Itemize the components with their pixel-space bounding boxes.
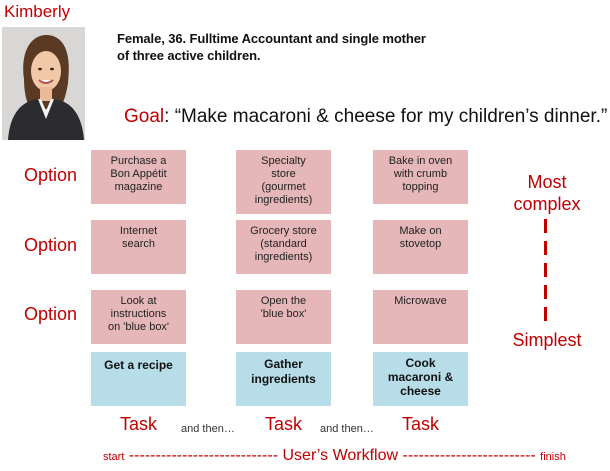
option-line: Microwave [394, 295, 447, 307]
goal-text: : “Make macaroni & cheese for my childre… [164, 106, 608, 127]
and-then-2: and then… [320, 423, 374, 435]
option-line: magazine [114, 181, 163, 193]
persona-description: Female, 36. Fulltime Accountant and sing… [117, 30, 426, 64]
option-box-c1-r2: Internet search [91, 220, 186, 274]
option-line: 'blue box' [260, 308, 307, 320]
option-line: on 'blue box' [107, 321, 170, 333]
workflow-line: start ---------------------------- User’… [103, 447, 566, 465]
option-line: with crumb [393, 168, 448, 180]
option-box-c2-r2: Grocery store (standard ingredients) [236, 220, 331, 274]
option-box-c2-r3: Open the 'blue box' [236, 290, 331, 344]
option-label-row1: Option [24, 165, 78, 185]
complexity-top-line2: complex [513, 194, 581, 214]
goal-label: Goal [124, 106, 165, 127]
complexity-scale-tick [544, 219, 547, 233]
persona-photo [2, 27, 85, 140]
option-line: Make on [399, 225, 442, 237]
option-box-c1-r3: Look at instructions on 'blue box' [91, 290, 186, 344]
complexity-scale-tick [544, 285, 547, 299]
option-box-c3-r3: Microwave [373, 290, 468, 344]
option-box-c3-r2: Make on stovetop [373, 220, 468, 274]
option-line: (standard [260, 238, 307, 250]
option-label-row2: Option [24, 235, 78, 255]
task-box-gather-ingredients: Gather ingredients [236, 352, 331, 406]
option-box-c1-r1: Purchase a Bon Appétit magazine [91, 150, 186, 204]
persona-description-line2: of three active children. [117, 48, 261, 63]
goal-statement: Goal: “Make macaroni & cheese for my chi… [124, 106, 607, 128]
option-line: Purchase a [110, 155, 167, 167]
task-label-1: Task [119, 414, 157, 434]
option-line: Bon Appétit [110, 168, 167, 180]
task-label-2: Task [264, 414, 302, 434]
option-line: instructions [110, 308, 167, 320]
option-line: Specialty [261, 155, 306, 167]
option-line: topping [402, 181, 439, 193]
option-line: ingredients) [254, 194, 313, 206]
option-line: Internet [119, 225, 158, 237]
workflow-dashes-right: ------------------------- [398, 447, 541, 464]
task-box-get-recipe: Get a recipe [91, 352, 186, 406]
task-line: ingredients [251, 372, 316, 386]
complexity-scale-tick [544, 263, 547, 277]
option-line: Look at [120, 295, 157, 307]
option-line: Open the [260, 295, 307, 307]
option-line: search [121, 238, 156, 250]
option-line: store [271, 168, 296, 180]
option-line: Bake in oven [388, 155, 453, 167]
task-line: macaroni & [387, 370, 454, 384]
option-box-c2-r1: Specialty store (gourmet ingredients) [236, 150, 331, 214]
workflow-title: User’s Workflow [282, 447, 399, 464]
persona-name: Kimberly [4, 2, 71, 21]
complexity-scale-tick [544, 307, 547, 321]
persona-description-line1: Female, 36. Fulltime Accountant and sing… [117, 31, 426, 46]
workflow-start: start [103, 451, 125, 463]
workflow-finish: finish [540, 451, 566, 463]
task-label-3: Task [401, 414, 439, 434]
option-line: stovetop [399, 238, 442, 250]
option-line: ingredients) [254, 251, 313, 263]
task-line: cheese [400, 384, 441, 398]
option-line: (gourmet [261, 181, 306, 193]
task-box-cook: Cook macaroni & cheese [373, 352, 468, 406]
and-then-1: and then… [181, 423, 235, 435]
complexity-bottom: Simplest [512, 330, 582, 350]
complexity-top-line1: Most [527, 172, 567, 192]
option-box-c3-r1: Bake in oven with crumb topping [373, 150, 468, 204]
option-label-row3: Option [24, 304, 78, 324]
workflow-dashes-left: ---------------------------- [124, 447, 283, 464]
complexity-scale-tick [544, 241, 547, 255]
task-line: Cook [405, 356, 436, 370]
task-line: Get a recipe [104, 358, 173, 372]
task-line: Gather [264, 357, 303, 371]
option-line: Grocery store [250, 225, 317, 237]
